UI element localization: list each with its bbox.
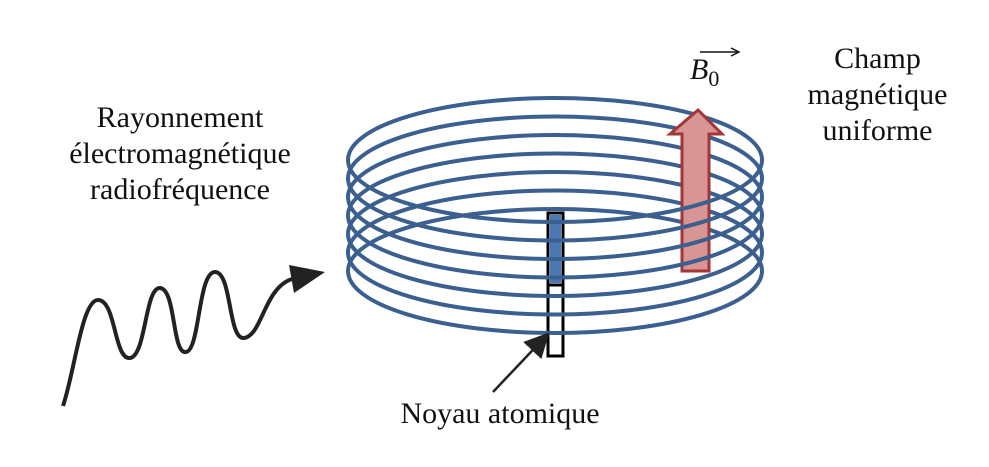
nucleus-spin-up bbox=[550, 215, 561, 283]
radiation-label-line-3: radiofréquence bbox=[90, 173, 270, 206]
b0-subscript: 0 bbox=[708, 66, 720, 91]
b0-vector-label: B0 bbox=[690, 52, 750, 97]
coil-ring-back bbox=[346, 114, 764, 179]
coil-ring-back bbox=[346, 151, 764, 216]
coil-ring-front bbox=[346, 270, 764, 335]
nucleus-bar bbox=[546, 211, 565, 358]
coil-ring-front bbox=[346, 215, 764, 280]
coil-ring-back bbox=[346, 188, 764, 253]
coil-ring-back bbox=[346, 133, 764, 198]
wave-arrowhead-icon bbox=[289, 265, 325, 293]
field-arrow-icon bbox=[665, 107, 726, 273]
radiation-label-line-1: Rayonnement bbox=[96, 101, 264, 134]
coil-back-arcs bbox=[346, 96, 764, 272]
coil-front-arcs bbox=[346, 159, 764, 335]
vector-overarrow-icon bbox=[700, 47, 741, 57]
field-label: Champ magnétique uniforme bbox=[770, 41, 985, 149]
coil-ring-back bbox=[346, 207, 764, 272]
radiation-label: Rayonnement électromagnétique radiofréqu… bbox=[30, 100, 330, 208]
coil-ring-front bbox=[346, 196, 764, 261]
coil-ring-back bbox=[346, 96, 764, 161]
sine-wave-arrow-icon bbox=[61, 269, 293, 407]
coil-ring-back bbox=[346, 170, 764, 235]
field-label-line-2: magnétique bbox=[807, 78, 948, 111]
nucleus-pointer-icon bbox=[492, 332, 550, 393]
coil-ring-front bbox=[346, 252, 764, 317]
b0-letter: B bbox=[690, 53, 709, 86]
field-label-line-1: Champ bbox=[834, 42, 921, 75]
nucleus-label: Noyau atomique bbox=[400, 397, 600, 430]
radiation-label-line-2: électromagnétique bbox=[69, 137, 291, 170]
coil-ring-front bbox=[346, 159, 764, 224]
coil-ring-front bbox=[346, 233, 764, 298]
coil-ring-front bbox=[346, 178, 764, 243]
field-label-line-3: uniforme bbox=[822, 114, 933, 147]
